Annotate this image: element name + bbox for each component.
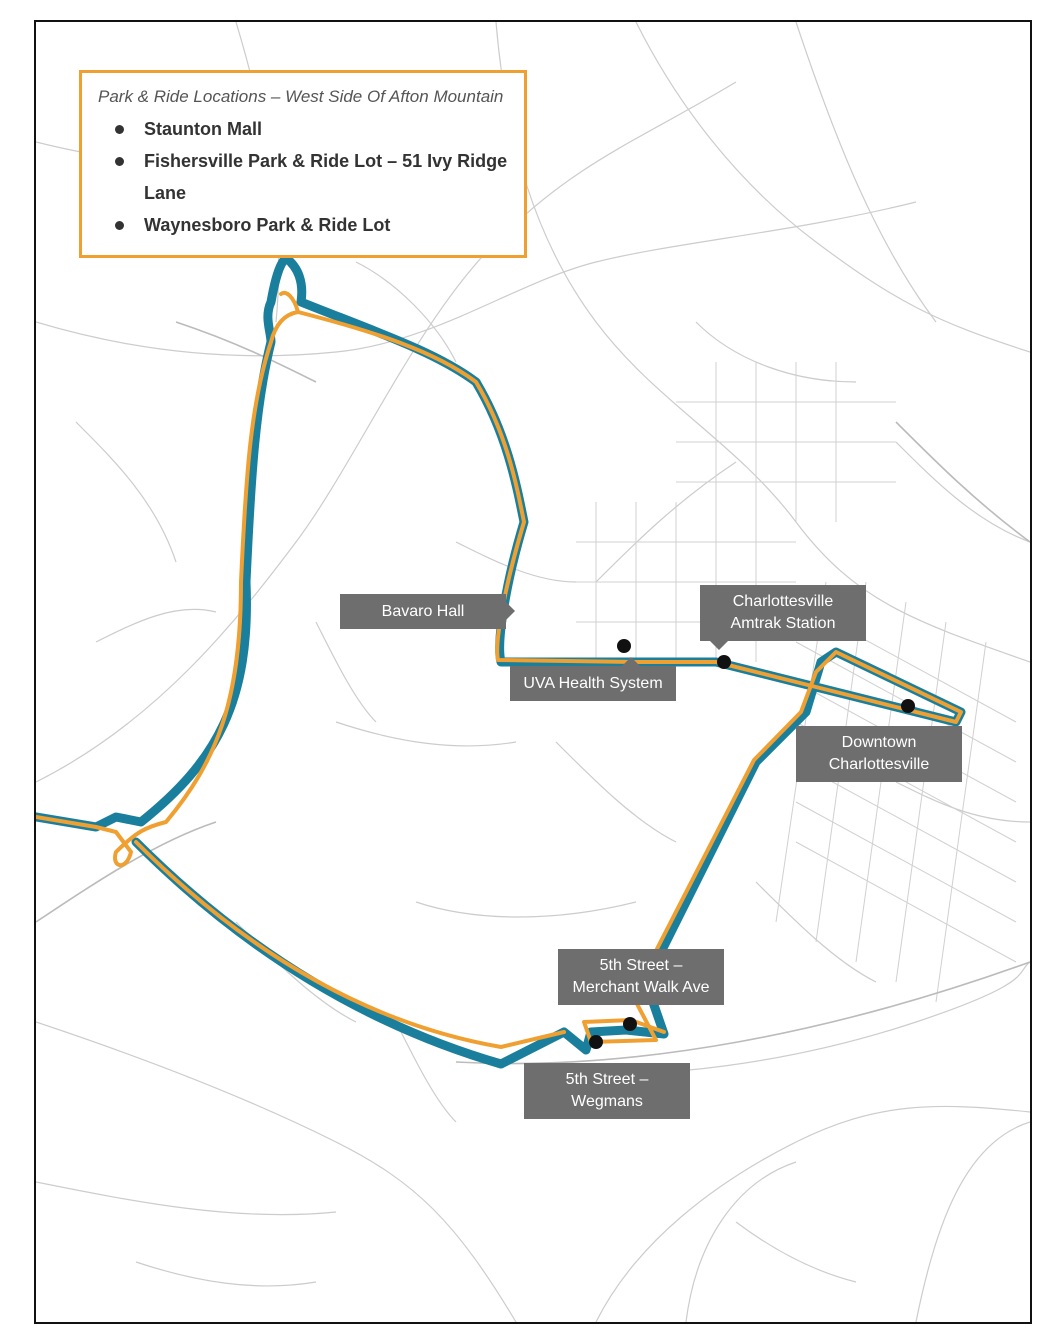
callout-pointer: [506, 602, 515, 620]
callout-bavaro-hall[interactable]: Bavaro Hall: [340, 594, 515, 629]
bullet-icon: [115, 221, 124, 230]
legend-item-staunton: Staunton Mall: [98, 113, 508, 145]
bullet-icon: [115, 157, 124, 166]
callout-downtown[interactable]: Downtown Charlottesville: [796, 726, 962, 782]
callout-merchant-walk[interactable]: 5th Street – Merchant Walk Ave: [558, 949, 724, 1005]
bullet-icon: [115, 125, 124, 134]
stop-marker-wegmans: [589, 1035, 603, 1049]
legend-list: Staunton Mall Fishersville Park & Ride L…: [98, 113, 508, 241]
legend-item-label: Waynesboro Park & Ride Lot: [144, 215, 391, 235]
callout-pointer: [622, 657, 640, 666]
callout-label: Bavaro Hall: [381, 602, 465, 620]
map-frame[interactable]: Park & Ride Locations – West Side Of Aft…: [34, 20, 1032, 1324]
legend-title: Park & Ride Locations – West Side Of Aft…: [98, 87, 504, 106]
legend-box: Park & Ride Locations – West Side Of Aft…: [79, 70, 527, 258]
legend-item-fishersville: Fishersville Park & Ride Lot – 51 Ivy Ri…: [98, 145, 508, 209]
legend-item-label: Staunton Mall: [144, 119, 262, 139]
stop-markers: [589, 639, 915, 1049]
callout-label: 5th Street – Merchant Walk Ave: [572, 957, 710, 996]
callout-label: Downtown Charlottesville: [828, 734, 930, 773]
stop-marker-downtown: [901, 699, 915, 713]
callout-amtrak[interactable]: Charlottesville Amtrak Station: [700, 585, 866, 650]
legend-item-label: Fishersville Park & Ride Lot – 51 Ivy Ri…: [144, 151, 508, 203]
callout-uva-health[interactable]: UVA Health System: [510, 657, 676, 701]
stop-marker-uva-health: [617, 639, 631, 653]
callout-label: Charlottesville Amtrak Station: [730, 593, 836, 632]
stop-marker-amtrak: [717, 655, 731, 669]
road-network: [36, 22, 1030, 1322]
callout-label: UVA Health System: [523, 674, 663, 692]
callout-wegmans[interactable]: 5th Street – Wegmans: [524, 1063, 690, 1119]
stop-marker-merchant-walk: [623, 1017, 637, 1031]
street-map[interactable]: [36, 22, 1030, 1322]
callout-label: 5th Street – Wegmans: [565, 1071, 649, 1110]
legend-item-waynesboro: Waynesboro Park & Ride Lot: [98, 209, 508, 241]
route-inner: [36, 291, 963, 1049]
callout-pointer: [710, 641, 728, 650]
